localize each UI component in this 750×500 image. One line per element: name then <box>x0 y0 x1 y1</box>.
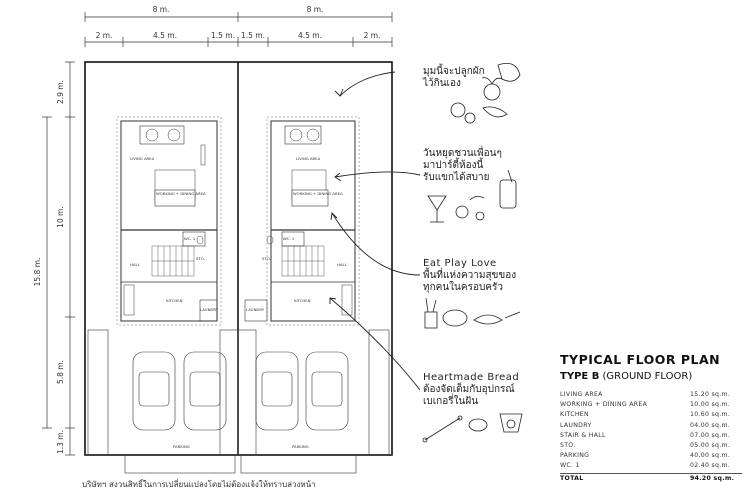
dim-side-4: 1.3 m. <box>56 430 65 454</box>
note-bread-heading: Heartmade Bread <box>423 372 520 383</box>
legend-row-label: STAIR & HALL <box>560 431 606 439</box>
legend-row-value: 40.00 sq.m. <box>690 452 731 460</box>
sofa-icon <box>284 125 322 145</box>
dim-part-1: 2 m. <box>96 31 113 40</box>
legend-row: WORKING + DINING AREA 10.00 sq.m. <box>560 400 742 410</box>
legend-row-value: 07.00 sq.m. <box>690 431 731 439</box>
arrow-friends <box>334 171 421 178</box>
dim-top-left: 8 m. <box>153 5 170 14</box>
gate-left <box>124 454 236 474</box>
cocktail-icon <box>427 169 517 223</box>
stair-icon <box>281 245 325 277</box>
unit-right: LIVING AREA WORKING + DINING AREA WC. 1 … <box>244 116 360 326</box>
room-label-laundry: LAUNDRY <box>200 307 219 312</box>
dim-side-2: 10 m. <box>56 206 65 228</box>
car-icon <box>132 351 176 431</box>
room-label-wc-right: WC. 1 <box>283 236 295 241</box>
note-eat-play-love: พื้นที่แห่งความสุขของ ทุกคนในครอบครัว <box>423 270 517 293</box>
counter-icon <box>341 284 353 316</box>
note-friends: วันหยุดชวนเพื่อนๆ มาปาร์ตี้ห้องนี้ รับแข… <box>423 148 502 183</box>
arrow-eat-play-love <box>331 212 421 276</box>
dim-part-5: 4.5 m. <box>298 31 322 40</box>
arrow-vegetable <box>339 71 396 97</box>
car-icon <box>305 351 349 431</box>
legend-row-value: 02.40 sq.m. <box>690 462 731 470</box>
legend-row-label: STO. <box>560 442 576 450</box>
legend-total-label: TOTAL <box>560 474 584 482</box>
vegetable-icon <box>450 62 521 124</box>
legend-type: TYPE B <box>560 371 600 382</box>
garden-strip-mid-left <box>219 329 239 456</box>
legend-total-row: TOTAL 94.20 sq.m. <box>560 472 742 484</box>
area-legend: TYPICAL FLOOR PLAN TYPE B (GROUND FLOOR)… <box>560 352 742 484</box>
dim-top-right: 8 m. <box>307 5 324 14</box>
art-tools-icon <box>424 297 521 329</box>
legend-subtitle: TYPE B (GROUND FLOOR) <box>560 371 742 382</box>
copyright-notice: บริษัทฯ สงวนสิทธิ์ในการเปลี่ยนแปลงโดยไม่… <box>82 480 316 489</box>
legend-total-value: 94.20 sq.m. <box>690 474 735 482</box>
toilet-icon <box>196 235 204 245</box>
unit-left: LIVING AREA WORKING + DINING AREA WC. 1 … <box>116 116 222 326</box>
room-label-working-right: WORKING + DINING AREA <box>293 191 343 196</box>
legend-row-value: 10.00 sq.m. <box>690 401 731 409</box>
legend-row-value: 15.20 sq.m. <box>690 391 731 398</box>
room-label-laundry-right: LAUNDRY <box>246 307 265 312</box>
dim-part-2: 4.5 m. <box>153 31 177 40</box>
room-label-sto: STO. <box>196 256 205 261</box>
arrow-bread <box>329 297 421 391</box>
room-label-living-right: LIVING AREA <box>296 156 321 161</box>
room-label-parking: PARKING <box>173 444 190 449</box>
legend-row-value: 04.00 sq.m. <box>690 421 731 429</box>
note-bread: ต้องจัดเต็มกับอุปกรณ์ เบเกอรี่ในฝัน <box>423 384 515 407</box>
legend-title: TYPICAL FLOOR PLAN <box>560 352 721 367</box>
legend-row-label: LAUNDRY <box>560 421 592 429</box>
legend-row-label: LIVING AREA <box>560 391 603 398</box>
legend-row-label: PARKING <box>560 452 590 460</box>
car-icon <box>255 351 299 431</box>
counter-icon <box>123 284 135 316</box>
legend-row: PARKING 40.00 sq.m. <box>560 451 742 461</box>
legend-row-label: KITCHEN <box>560 411 589 419</box>
tv-cabinet-icon <box>200 144 206 166</box>
garden-strip-mid-right <box>237 329 257 456</box>
dim-part-4: 1.5 m. <box>241 31 265 40</box>
legend-floor: (GROUND FLOOR) <box>599 371 693 382</box>
legend-row: WC. 1 02.40 sq.m. <box>560 461 742 471</box>
gate-right <box>240 454 357 474</box>
note-eat-play-love-heading: Eat Play Love <box>423 258 497 269</box>
room-label-working: WORKING + DINING AREA <box>156 191 206 196</box>
note-vegetable: มุมนี้จะปลูกผัก ไว้กินเอง <box>423 66 485 89</box>
legend-row-value: 10.60 sq.m. <box>690 411 731 419</box>
toilet-icon <box>266 235 274 245</box>
stair-icon <box>151 245 195 277</box>
dim-part-3: 1.5 m. <box>211 31 235 40</box>
room-label-wc: WC. 1 <box>184 236 196 241</box>
garden-strip-left <box>87 329 109 456</box>
garden-strip-right <box>368 329 390 456</box>
legend-row-label: WC. 1 <box>560 462 580 470</box>
dim-side-3: 5.8 m. <box>56 360 65 384</box>
dim-side-1: 2.9 m. <box>56 80 65 104</box>
legend-row: LIVING AREA 15.20 sq.m. <box>560 390 742 400</box>
legend-row: STAIR & HALL 07.00 sq.m. <box>560 431 742 441</box>
room-label-hall-right: HALL <box>337 262 348 267</box>
room-label-sto-right: STO. <box>262 256 271 261</box>
sofa-icon <box>139 125 185 145</box>
room-label-kitchen-right: KITCHEN <box>294 298 311 303</box>
room-label-kitchen: KITCHEN <box>166 298 183 303</box>
legend-row-label: WORKING + DINING AREA <box>560 401 648 409</box>
legend-row: STO. 05.00 sq.m. <box>560 441 742 451</box>
legend-row-value: 05.00 sq.m. <box>690 442 731 450</box>
room-label-living: LIVING AREA <box>130 156 155 161</box>
car-icon <box>183 351 227 431</box>
baking-icon <box>422 413 523 443</box>
room-label-parking-right: PARKING <box>292 444 309 449</box>
room-label-hall: HALL <box>130 262 141 267</box>
dim-part-6: 2 m. <box>364 31 381 40</box>
dim-side-total: 15.8 m. <box>33 258 42 287</box>
legend-row: LAUNDRY 04.00 sq.m. <box>560 421 742 431</box>
legend-row: KITCHEN 10.60 sq.m. <box>560 410 742 420</box>
